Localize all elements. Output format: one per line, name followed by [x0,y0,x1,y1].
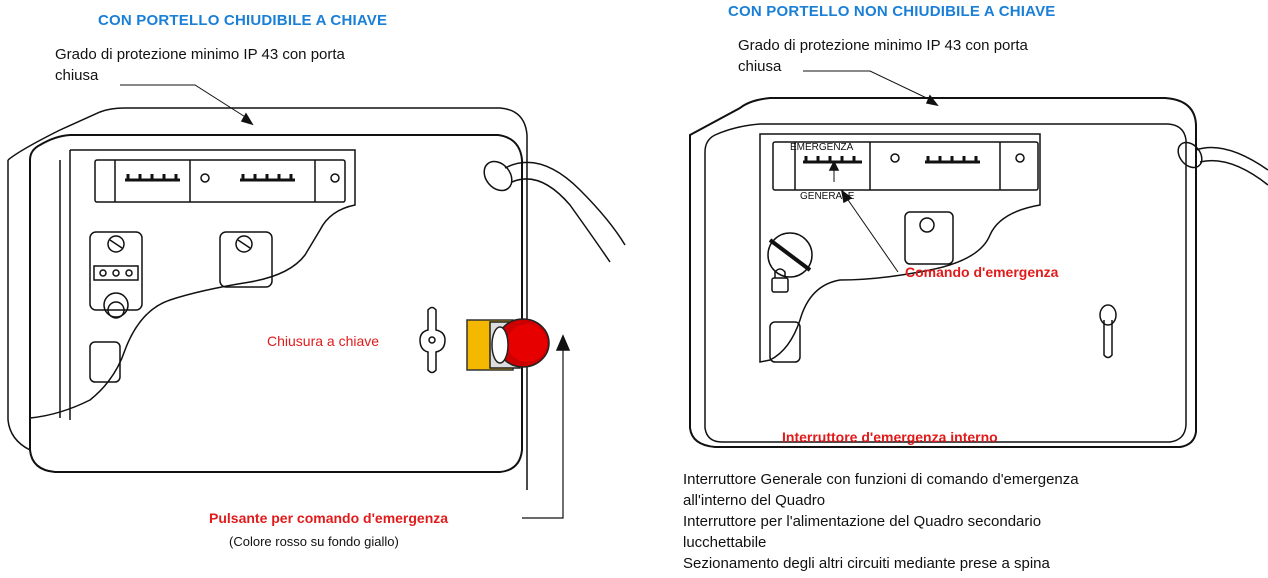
right-protection-line2: chiusa [738,58,782,75]
emergency-button-icon [466,318,550,371]
door-handle-icon [1099,304,1117,359]
note-line-4: lucchettabile [683,534,767,551]
note-line-5: Sezionamento degli altri circuiti median… [683,555,1050,572]
padlock-icon [771,268,789,293]
right-title: CON PORTELLO NON CHIUDIBILE A CHIAVE [728,3,1056,20]
cable-icon [483,160,626,263]
switch-label-top: EMERGENZA [790,142,854,153]
internal-switch-label: Interruttore d'emergenza interno [782,429,998,445]
button-label: Pulsante per comando d'emergenza [209,510,449,526]
right-enclosure [689,70,1268,448]
button-note: (Colore rosso su fondo giallo) [229,534,399,549]
command-label: Comando d'emergenza [905,264,1059,280]
left-breaker-strip [94,159,346,203]
left-title: CON PORTELLO CHIUDIBILE A CHIAVE [98,12,388,29]
socket-icon [89,231,143,311]
left-door [29,134,523,473]
right-protection-line1: Grado di protezione minimo IP 43 con por… [738,37,1028,54]
key-lock-label: Chiusura a chiave [267,333,380,349]
right-door [704,123,1187,443]
left-enclosure [7,84,626,519]
switch-label-bottom: GENERALE [800,191,855,202]
left-protection-line1: Grado di protezione minimo IP 43 con por… [55,46,345,63]
note-line-2: all'interno del Quadro [683,492,826,509]
left-protection-line2: chiusa [55,67,99,84]
note-line-3: Interruttore per l'alimentazione del Qua… [683,513,1042,530]
note-line-1: Interruttore Generale con funzioni di co… [683,471,1079,488]
breaker-icon [125,174,180,182]
key-lock-icon [419,306,446,374]
right-breaker-strip [772,141,1039,191]
